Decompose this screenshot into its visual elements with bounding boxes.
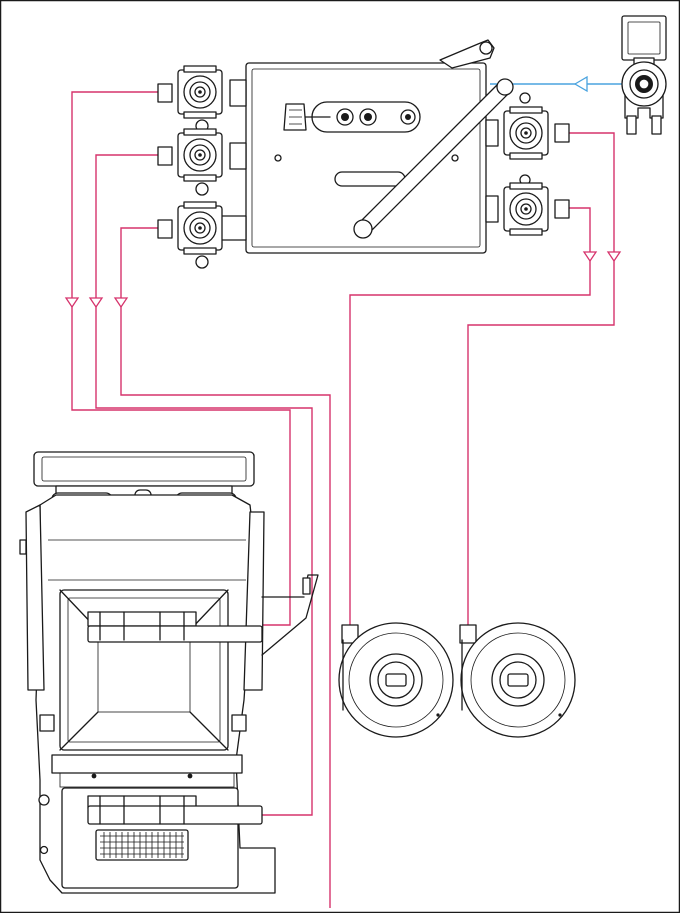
cylinder-2 bbox=[459, 622, 576, 738]
supply-connector bbox=[621, 15, 667, 135]
rotary-selector bbox=[283, 101, 421, 133]
main-block bbox=[245, 39, 514, 254]
cylinder-1 bbox=[338, 622, 454, 738]
manifold-valve-2 bbox=[157, 119, 247, 182]
side-valve-2 bbox=[485, 174, 570, 236]
flow-arrows bbox=[65, 251, 621, 308]
lever-arm bbox=[353, 39, 514, 239]
chair-mechanism bbox=[19, 451, 319, 894]
manifold-valve-3 bbox=[157, 182, 247, 269]
manifold-valve-1 bbox=[157, 65, 247, 119]
side-valve-1 bbox=[485, 92, 570, 160]
hose-lines bbox=[71, 91, 615, 908]
